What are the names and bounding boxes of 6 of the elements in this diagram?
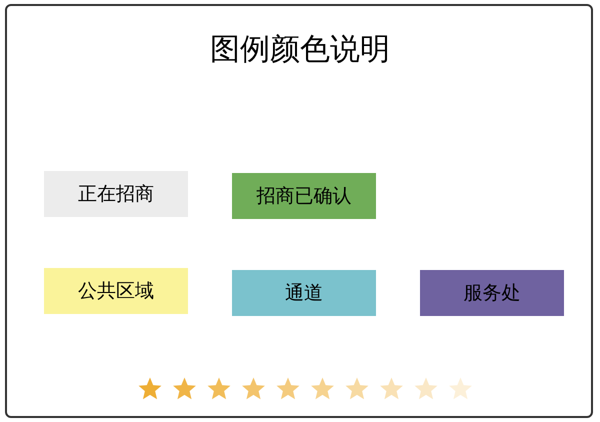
- title: 图例颜色说明: [209, 31, 391, 69]
- legend-label: 公共区域: [78, 278, 154, 304]
- legend-label: 招商已确认: [256, 184, 352, 209]
- legend-label: 通道: [285, 280, 323, 306]
- legend-label: 服务处: [464, 280, 520, 306]
- legend-label: 正在招商: [78, 182, 154, 207]
